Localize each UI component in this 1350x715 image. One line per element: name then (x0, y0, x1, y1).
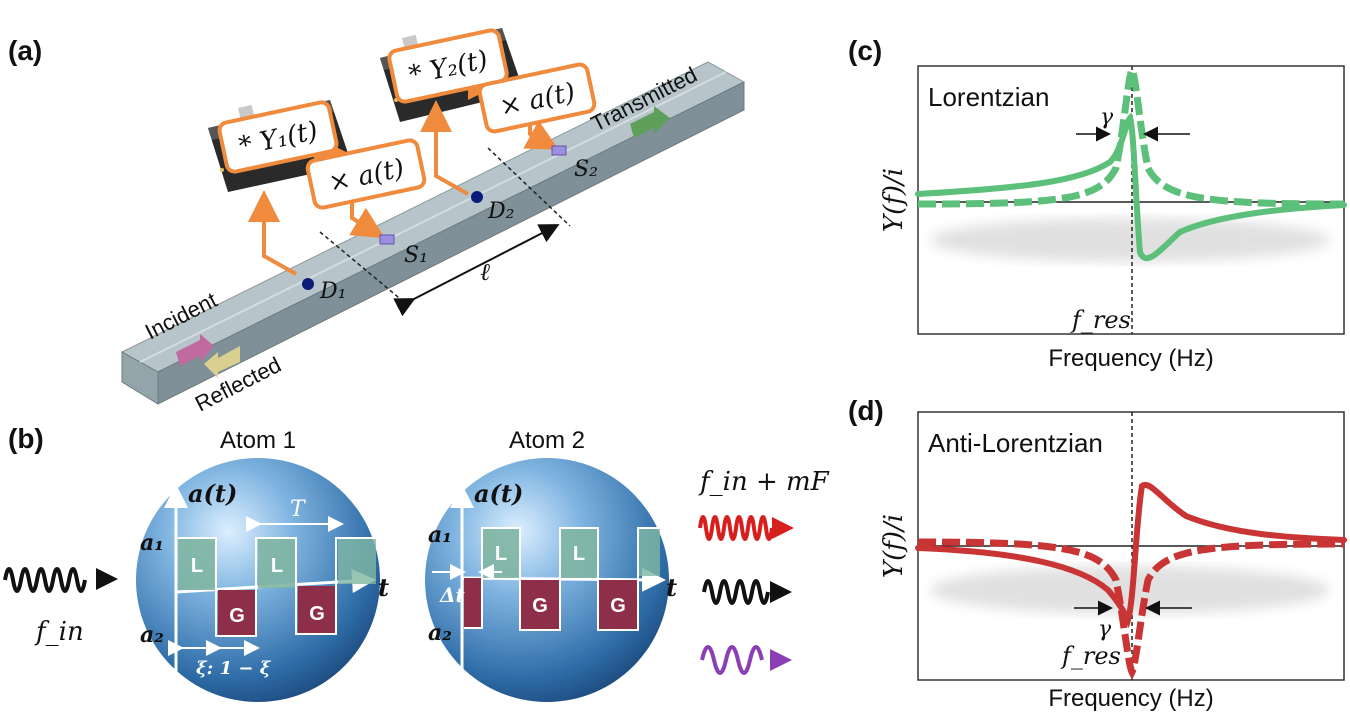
anti-lorentzian-gamma-label: γ (1098, 617, 1112, 642)
L-block-a2-3 (638, 528, 660, 576)
anti-lorentzian-dashed-curve (917, 538, 1345, 680)
lorentzian-ylabel: Y(f)/i (879, 168, 909, 232)
time-delay-label: Δt (439, 583, 466, 607)
anti-lorentzian-ylabel: Y(f)/i (879, 514, 909, 578)
panel-b: (b) Atom 1 Atom 2 f_in L G L G a(t) T (3, 423, 830, 702)
G-label-a2-2: G (610, 595, 626, 617)
d1-label: D₁ (319, 279, 346, 304)
multiply-box-2: × a(t) (477, 62, 597, 134)
separator-line-1 (319, 231, 405, 303)
detector-d2 (471, 191, 483, 203)
G-block-a2-0 (464, 578, 482, 628)
detector-d1 (302, 278, 314, 290)
period-label: T (290, 497, 307, 522)
d2-label: D₂ (487, 199, 514, 224)
L-block-a2-2 (560, 528, 598, 578)
panel-d: (d) γ Anti-Lorentzian f_res Frequency (H… (848, 395, 1347, 712)
atom2-modulation: L G L G (432, 484, 666, 690)
reflected-arrow (204, 346, 240, 378)
incident-arrow (176, 334, 214, 366)
L-label-a2-1: L (495, 543, 507, 565)
s1-label: S₁ (404, 243, 428, 268)
panel-a-tag: (a) (8, 35, 42, 66)
atom1-a2-label: a₂ (140, 622, 164, 648)
panel-c-tag: (c) (848, 35, 882, 66)
atom2-a1-label: a₁ (428, 522, 452, 548)
panel-d-tag: (d) (848, 395, 884, 426)
fin-label: f_in (34, 617, 84, 647)
L-block-2 (258, 538, 296, 588)
multiply-box-1: × a(t) (305, 138, 427, 210)
G-block-2 (298, 586, 336, 634)
output-wave-red (698, 515, 774, 541)
atom1-t-label: t (378, 573, 389, 602)
s2-label: S₂ (574, 157, 598, 182)
lorentzian-fres-label: f_res (1070, 306, 1131, 334)
ell-label: ℓ (480, 258, 490, 286)
input-wave (3, 567, 87, 593)
anti-lorentzian-title: Anti-Lorentzian (928, 428, 1103, 458)
atom1-modulation: L G L G (164, 484, 376, 690)
G-block-a2-2 (598, 580, 638, 630)
atom1-axis-label: a(t) (188, 479, 237, 508)
G-block-a2-1 (520, 580, 560, 630)
input-wave-arrowhead (96, 568, 118, 590)
distance-arrow (393, 224, 560, 317)
L-label-1: L (191, 555, 203, 577)
output-wave-black (702, 579, 770, 605)
G-label-2: G (309, 603, 325, 625)
G-label-a2-1: G (532, 595, 548, 617)
atom2-a2-label: a₂ (428, 620, 452, 646)
anti-lorentzian-fres-label: f_res (1060, 642, 1121, 670)
L-block-3 (338, 538, 376, 584)
transmitted-arrow (630, 106, 670, 138)
atom2-t-label: t (666, 573, 677, 602)
L-block-1 (178, 538, 216, 590)
G-block-1 (218, 590, 256, 636)
output-wave-red-arrowhead (772, 517, 794, 539)
lorentzian-title: Lorentzian (928, 82, 1049, 112)
output-wave-purple (700, 645, 764, 675)
separator-line-2 (487, 147, 571, 227)
G-label-1: G (229, 605, 245, 627)
panel-b-tag: (b) (8, 423, 44, 454)
L-label-2: L (271, 555, 283, 577)
convolution-box-2: * Y₂(t) (387, 28, 509, 104)
anti-lorentzian-solid-curve (915, 482, 1347, 629)
lorentzian-gamma-label: γ (1100, 105, 1114, 130)
atom2-label: Atom 2 (509, 427, 585, 454)
duty-cycle-label: ξ: 1 − ξ (196, 658, 272, 679)
source-s2 (551, 145, 567, 156)
panel-a: (a) (8, 28, 746, 416)
atom1-a1-label: a₁ (140, 530, 164, 556)
convolution-box-1: * Y₁(t) (217, 100, 339, 174)
fin-mf-label: f_in + mF (698, 467, 830, 497)
lorentzian-xlabel: Frequency (Hz) (1048, 345, 1213, 372)
source-s1 (379, 234, 395, 245)
atom1-label: Atom 1 (220, 427, 296, 454)
lorentzian-solid-curve (915, 112, 1347, 262)
output-wave-black-arrowhead (770, 581, 792, 603)
output-wave-purple-arrowhead (770, 649, 792, 671)
anti-lorentzian-xlabel: Frequency (Hz) (1048, 685, 1213, 712)
L-label-a2-2: L (573, 543, 585, 565)
atom2-axis-label: a(t) (474, 479, 523, 508)
panel-c: (c) γ Lorentzian f_res Frequency (Hz) Y(… (848, 35, 1347, 372)
lorentzian-plot-frame (917, 65, 1345, 335)
